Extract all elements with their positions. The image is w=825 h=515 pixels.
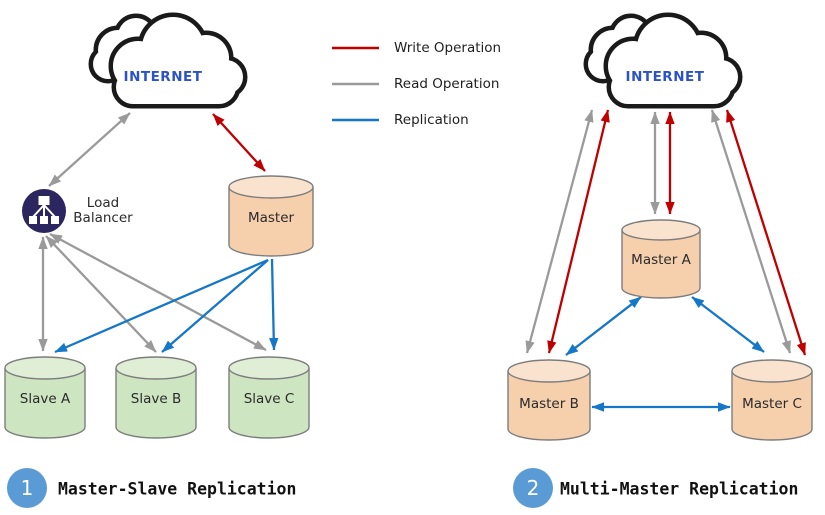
legend-label-replication: Replication — [394, 112, 469, 128]
master-a-db-cylinder — [621, 219, 701, 299]
read-arrow-cloud-master-c — [710, 109, 792, 354]
load-balancer-icon — [22, 189, 66, 233]
slave-b-db-cylinder — [115, 356, 197, 439]
internet-label-right: INTERNET — [625, 69, 705, 85]
master-c-db-cylinder — [731, 359, 813, 441]
replication-arrow-master-a-b — [565, 296, 642, 356]
internet-label-left: INTERNET — [123, 69, 203, 85]
read-arrow-loadbalancer-slave-c — [49, 232, 267, 352]
read-arrow-cloud-master-b — [525, 109, 594, 354]
slave-a-db-label: Slave A — [19, 391, 71, 407]
title-multi-master-replication: Multi-Master Replication — [560, 479, 799, 499]
master-b-db-label: Master B — [519, 396, 579, 412]
master-b-db-cylinder — [507, 359, 591, 441]
badge-number-2: 2 — [513, 468, 553, 508]
title-master-slave-replication: Master-Slave Replication — [58, 479, 297, 499]
internet-cloud-left — [93, 17, 243, 104]
legend-label-write-operation: Write Operation — [394, 40, 502, 56]
badge-number-1: 1 — [7, 468, 47, 508]
master-c-db-label: Master C — [742, 396, 802, 412]
replication-arrow-master-a-c — [691, 296, 765, 353]
slave-b-db-label: Slave B — [130, 391, 182, 407]
master-a-db-label: Master A — [631, 252, 691, 268]
write-arrow-cloud-master-c — [725, 109, 807, 356]
read-arrow-loadbalancer-slave-b — [45, 235, 157, 353]
replication-arrow-master-slave-b — [161, 259, 269, 353]
master-db-cylinder — [228, 175, 314, 257]
write-arrow-cloud-master — [212, 113, 266, 172]
internet-cloud-right — [588, 17, 738, 104]
slave-c-db-label: Slave C — [243, 391, 295, 407]
slave-c-db-cylinder — [228, 356, 310, 439]
load-balancer-label-line1: Load — [86, 195, 120, 211]
write-arrow-cloud-master-b — [547, 109, 610, 354]
legend-label-read-operation: Read Operation — [394, 76, 500, 92]
diagram-shapes — [4, 0, 813, 441]
slave-a-db-cylinder — [4, 356, 86, 439]
master-db-label: Master — [247, 210, 295, 226]
replication-arrow-master-slave-a — [54, 258, 269, 354]
load-balancer-label-line2: Balancer — [73, 210, 133, 226]
load-balancer-label: Load Balancer — [73, 196, 132, 226]
read-arrow-cloud-loadbalancer — [48, 112, 131, 187]
replication-arrow-master-slave-c — [269, 258, 279, 351]
